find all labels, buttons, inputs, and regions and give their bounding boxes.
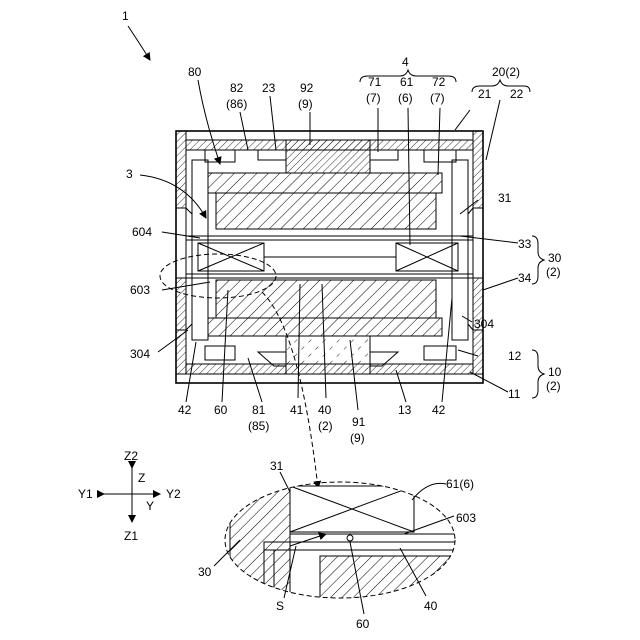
left-wall-lower [176,278,186,374]
label-86: (86) [226,97,247,111]
label-92: 92 [300,81,314,95]
detail-61: 61(6) [446,477,474,491]
axis-indicator: Z2 Z Z1 Y1 Y Y2 [78,449,181,543]
axis-y2: Y2 [166,487,181,501]
label-81: 81 [252,403,266,417]
label-80: 80 [188,65,202,79]
label-2c: (2) [318,419,333,433]
detail-40: 40 [424,599,438,613]
label-71: 71 [368,75,382,89]
label-main-ref: 1 [122,9,129,23]
label-42-right: 42 [432,403,446,417]
label-2a: (2) [546,265,561,279]
label-9-bottom: (9) [350,431,365,445]
label-23: 23 [262,81,276,95]
label-42-left: 42 [178,403,192,417]
detail-31: 31 [270,459,284,473]
bracket-top-center-r [370,150,398,160]
axis-z2: Z2 [124,449,138,463]
right-wall-upper [473,131,483,208]
bracket-bottom-right [424,346,456,360]
axis-z1: Z1 [124,529,138,543]
label-31: 31 [498,191,512,205]
label-85: (85) [248,419,269,433]
label-6: (6) [398,91,413,105]
bracket-top-right [424,150,456,162]
label-3: 3 [126,167,133,181]
label-61: 61 [400,75,414,89]
label-20: 20(2) [492,65,520,79]
label-304-left: 304 [130,347,150,361]
label-13: 13 [398,403,412,417]
bracket-top-center-l [258,150,286,160]
label-82: 82 [230,81,244,95]
detail-603: 603 [456,511,476,525]
detail-30: 30 [198,565,212,579]
label-603: 603 [130,283,150,297]
label-11: 11 [508,387,521,401]
label-2b: (2) [546,379,561,393]
left-wall-upper [176,131,186,208]
axis-z: Z [138,471,145,485]
lower-plate [208,318,442,336]
bracket-top-left [205,150,235,162]
label-4: 4 [402,55,409,69]
axis-y1: Y1 [78,487,93,501]
label-304-right: 304 [474,317,494,331]
label-33: 33 [518,237,532,251]
detail-60: 60 [356,617,370,631]
label-41: 41 [290,403,304,417]
axis-y: Y [146,499,154,513]
label-21: 21 [478,87,492,101]
main-section [160,131,483,488]
label-22: 22 [510,87,524,101]
label-10: 10 [548,365,562,379]
lower-magnet [216,280,436,318]
label-34: 34 [518,271,532,285]
label-9-top: (9) [298,97,313,111]
label-7a: (7) [366,91,381,105]
label-604: 604 [132,225,152,239]
detail-S: S [276,599,284,613]
upper-plate [208,173,442,193]
label-12: 12 [508,349,522,363]
upper-magnet [216,193,436,229]
upper-weight-92 [286,140,370,173]
label-60: 60 [214,403,228,417]
label-72: 72 [432,75,446,89]
label-7b: (7) [430,91,445,105]
label-40: 40 [318,403,332,417]
label-91: 91 [352,415,366,429]
bracket-bottom-left [205,346,235,360]
label-30: 30 [548,251,562,265]
detail-view: 31 61(6) 603 30 S 60 40 [198,459,476,631]
